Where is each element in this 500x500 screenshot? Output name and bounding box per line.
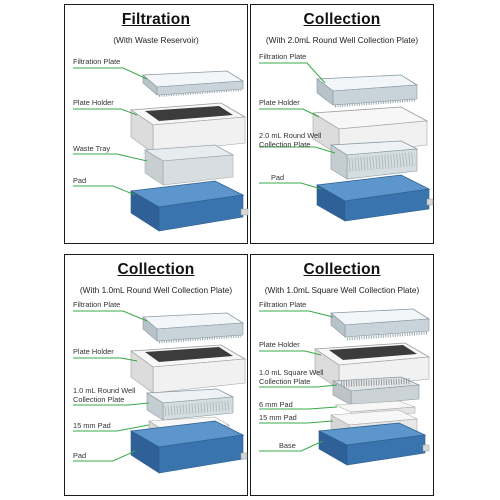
label-collection-plate: 1.0 mL Round Well Collection Plate — [73, 386, 136, 404]
label-filtration-plate: Filtration Plate — [73, 57, 121, 66]
collection-plate-drawing — [331, 376, 421, 406]
panel-subtitle: (With 1.0mL Round Well Collection Plate) — [79, 285, 233, 295]
panel-subtitle: (With Waste Reservoir) — [113, 35, 199, 45]
label-plate-holder: Plate Holder — [73, 347, 114, 356]
collection-plate-drawing — [145, 388, 235, 421]
panel-filtration: Filtration (With Waste Reservoir) Filtra… — [64, 4, 249, 244]
label-filtration-plate: Filtration Plate — [73, 300, 121, 309]
label-waste-tray: Waste Tray — [73, 144, 111, 153]
panel-collection-1ml-round: Collection (With 1.0mL Round Well Collec… — [64, 254, 248, 496]
label-collection-plate: 1.0 mL Square Well Collection Plate — [259, 368, 324, 386]
pad-drawing — [129, 180, 249, 232]
panel-title: Collection — [303, 11, 381, 28]
filtration-plate-drawing — [315, 74, 419, 108]
label-pad: Pad — [73, 451, 87, 460]
leader-lines — [73, 310, 150, 462]
label-15mm-pad: 15 mm Pad — [73, 421, 111, 430]
collection-plate-drawing — [329, 140, 419, 180]
label-pad: Pad — [271, 173, 285, 182]
pad-drawing — [129, 420, 248, 474]
panel-collection-2ml-round: Collection (With 2.0mL Round Well Collec… — [250, 4, 434, 244]
filtration-plate-drawing — [329, 308, 431, 341]
collection-2ml-illustration — [259, 62, 434, 222]
label-15mm-pad: 15 mm Pad — [259, 413, 297, 422]
leader-lines — [259, 62, 336, 190]
panel-subtitle: (With 1.0mL Square Well Collection Plate… — [264, 285, 420, 295]
plate-holder-drawing — [129, 344, 247, 394]
filtration-plate-drawing — [141, 312, 245, 344]
pad-drawing — [315, 174, 434, 222]
label-6mm-pad: 6 mm Pad — [259, 400, 293, 409]
panel-collection-1ml-square: Collection (With 1.0mL Square Well Colle… — [250, 254, 434, 496]
panel-title: Collection — [303, 261, 381, 278]
collection-1ml-round-illustration — [73, 310, 248, 474]
collection-1ml-square-illustration — [259, 308, 431, 466]
label-filtration-plate: Filtration Plate — [259, 300, 307, 309]
panel-subtitle: (With 2.0mL Round Well Collection Plate) — [265, 35, 419, 45]
label-plate-holder: Plate Holder — [259, 340, 300, 349]
leader-lines — [73, 67, 148, 196]
waste-tray-drawing — [143, 144, 235, 186]
base-drawing — [317, 422, 430, 466]
label-plate-holder: Plate Holder — [73, 98, 114, 107]
label-filtration-plate: Filtration Plate — [259, 52, 307, 61]
leader-lines — [259, 310, 338, 452]
plate-holder-drawing — [129, 102, 247, 154]
filtration-plate-drawing — [141, 70, 245, 97]
label-collection-plate: 2.0 mL Round Well Collection Plate — [259, 131, 322, 149]
label-pad: Pad — [73, 176, 87, 185]
filtration-illustration — [73, 67, 249, 232]
panel-title: Collection — [117, 261, 195, 278]
panel-title: Filtration — [121, 11, 191, 28]
label-base: Base — [279, 441, 296, 450]
label-plate-holder: Plate Holder — [259, 98, 300, 107]
